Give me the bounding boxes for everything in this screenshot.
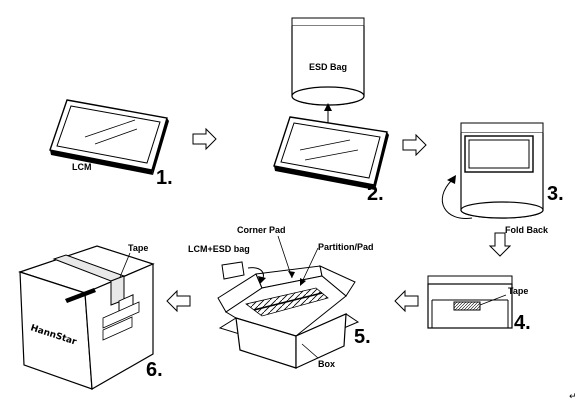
tape-label-step6: Tape [128, 243, 148, 253]
arrow-right-icon [402, 133, 427, 157]
step-number-6: 6. [146, 359, 163, 381]
arrow-left-icon [394, 289, 419, 313]
fold-back-label: Fold Back [505, 225, 549, 235]
arrow-left-icon [166, 289, 191, 313]
esd-bag [291, 17, 365, 106]
esd-bag-label: ESD Bag [309, 62, 347, 72]
insert-arrow-icon [247, 267, 266, 284]
return-mark: ↵ [569, 392, 577, 402]
taped-bag [427, 275, 513, 329]
lcm-panel-step2 [273, 116, 389, 190]
open-box [217, 265, 360, 369]
tape-label-step4: Tape [508, 286, 528, 296]
step-number-1: 1. [156, 167, 173, 189]
step-number-3: 3. [547, 183, 564, 205]
corner-pad-label: Corner Pad [237, 225, 286, 235]
sealed-box [18, 245, 155, 390]
arrow-down-icon [488, 232, 512, 257]
box-label: Box [318, 359, 335, 369]
lcm-panel [49, 99, 169, 175]
step-number-5: 5. [354, 326, 371, 348]
arrow-right-icon [192, 127, 217, 151]
partition-pad-label: Partition/Pad [318, 242, 374, 252]
step-number-4: 4. [514, 312, 531, 334]
lcm-esd-bag-piece [221, 261, 245, 280]
step-number-2: 2. [367, 183, 384, 205]
lcm-esd-bag-label: LCM+ESD bag [188, 244, 250, 254]
lcm-label: LCM [72, 162, 92, 172]
fold-back-arrow-icon [441, 175, 473, 219]
bagged-lcm [460, 122, 544, 219]
